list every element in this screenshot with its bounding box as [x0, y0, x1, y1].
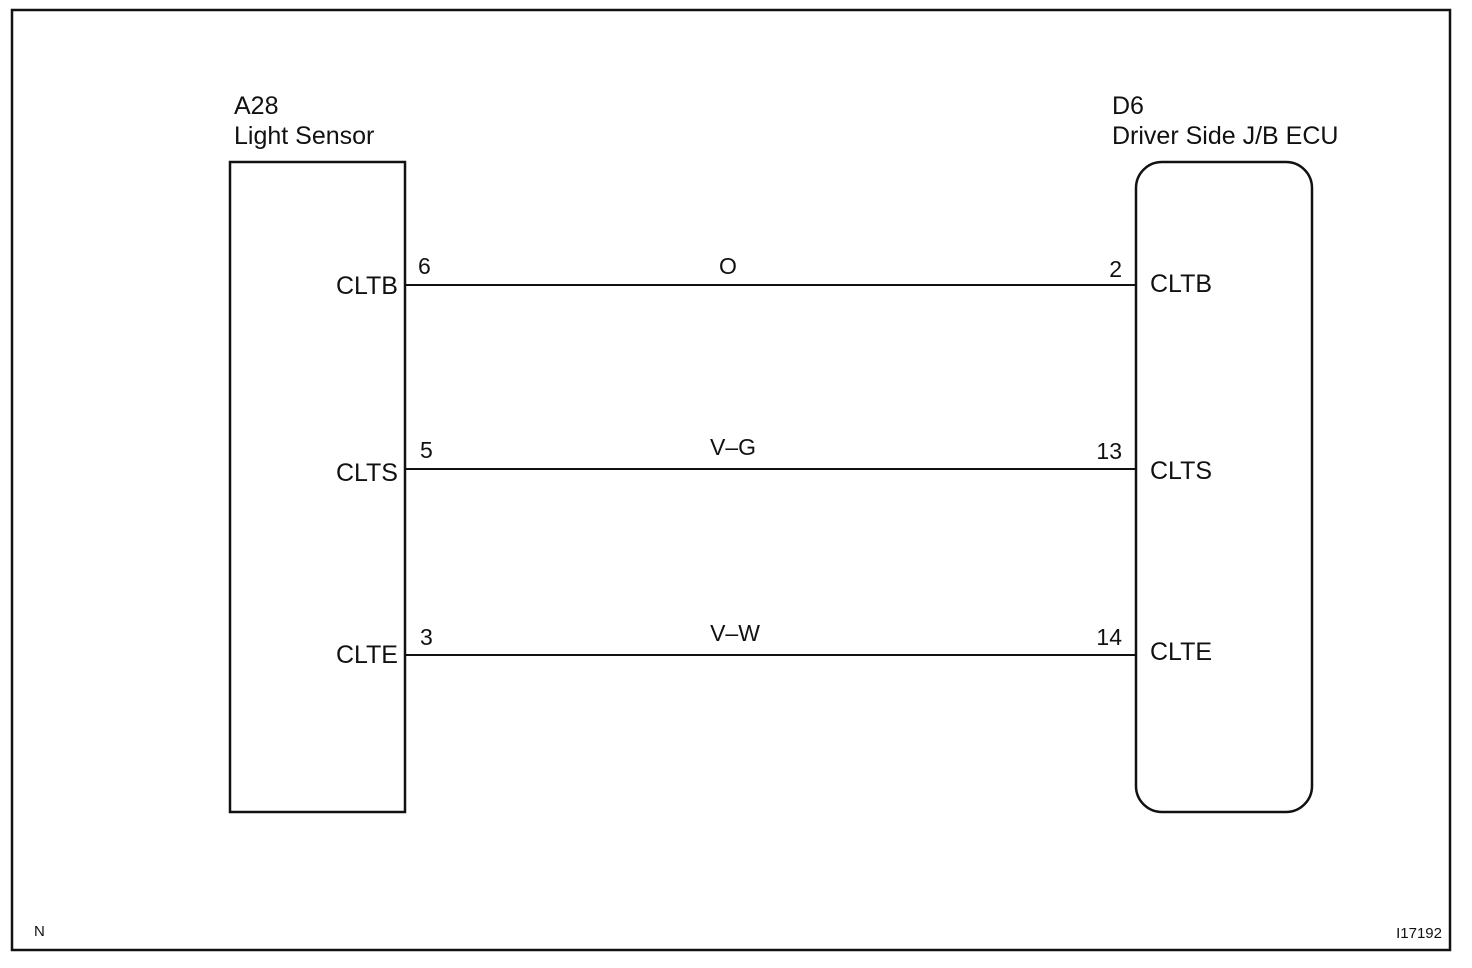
diagram-frame [10, 8, 1452, 952]
left-terminal-label-clte: CLTE [335, 641, 398, 669]
left-pin-number-clts: 5 [420, 437, 433, 463]
left-pin-number-cltb: 6 [418, 253, 431, 279]
wire-color-code-cltb: O [719, 253, 737, 279]
right-terminal-label-clte: CLTE [1150, 638, 1213, 666]
figure-id: I17192 [1396, 925, 1442, 942]
wire-color-code-clts: V–G [709, 434, 757, 460]
left-component-code: A28 [234, 92, 279, 120]
right-component-name: Driver Side J/B ECU [1112, 122, 1339, 150]
right-terminal-label-cltb: CLTB [1150, 270, 1213, 298]
wire-color-code-clte: V–W [710, 620, 760, 646]
light-sensor-box [228, 160, 407, 814]
right-pin-number-clts: 13 [1096, 438, 1122, 464]
left-terminal-label-cltb: CLTB [335, 272, 398, 300]
right-component-code: D6 [1112, 92, 1144, 120]
right-pin-number-clte: 14 [1096, 624, 1122, 650]
left-component-name: Light Sensor [234, 122, 375, 150]
corner-mark-n: N [34, 923, 45, 940]
jb-ecu-box [1134, 160, 1314, 814]
left-pin-number-clte: 3 [420, 624, 433, 650]
right-terminal-label-clts: CLTS [1150, 457, 1213, 485]
left-terminal-label-clts: CLTS [335, 459, 398, 487]
right-pin-number-cltb: 2 [1109, 256, 1122, 282]
